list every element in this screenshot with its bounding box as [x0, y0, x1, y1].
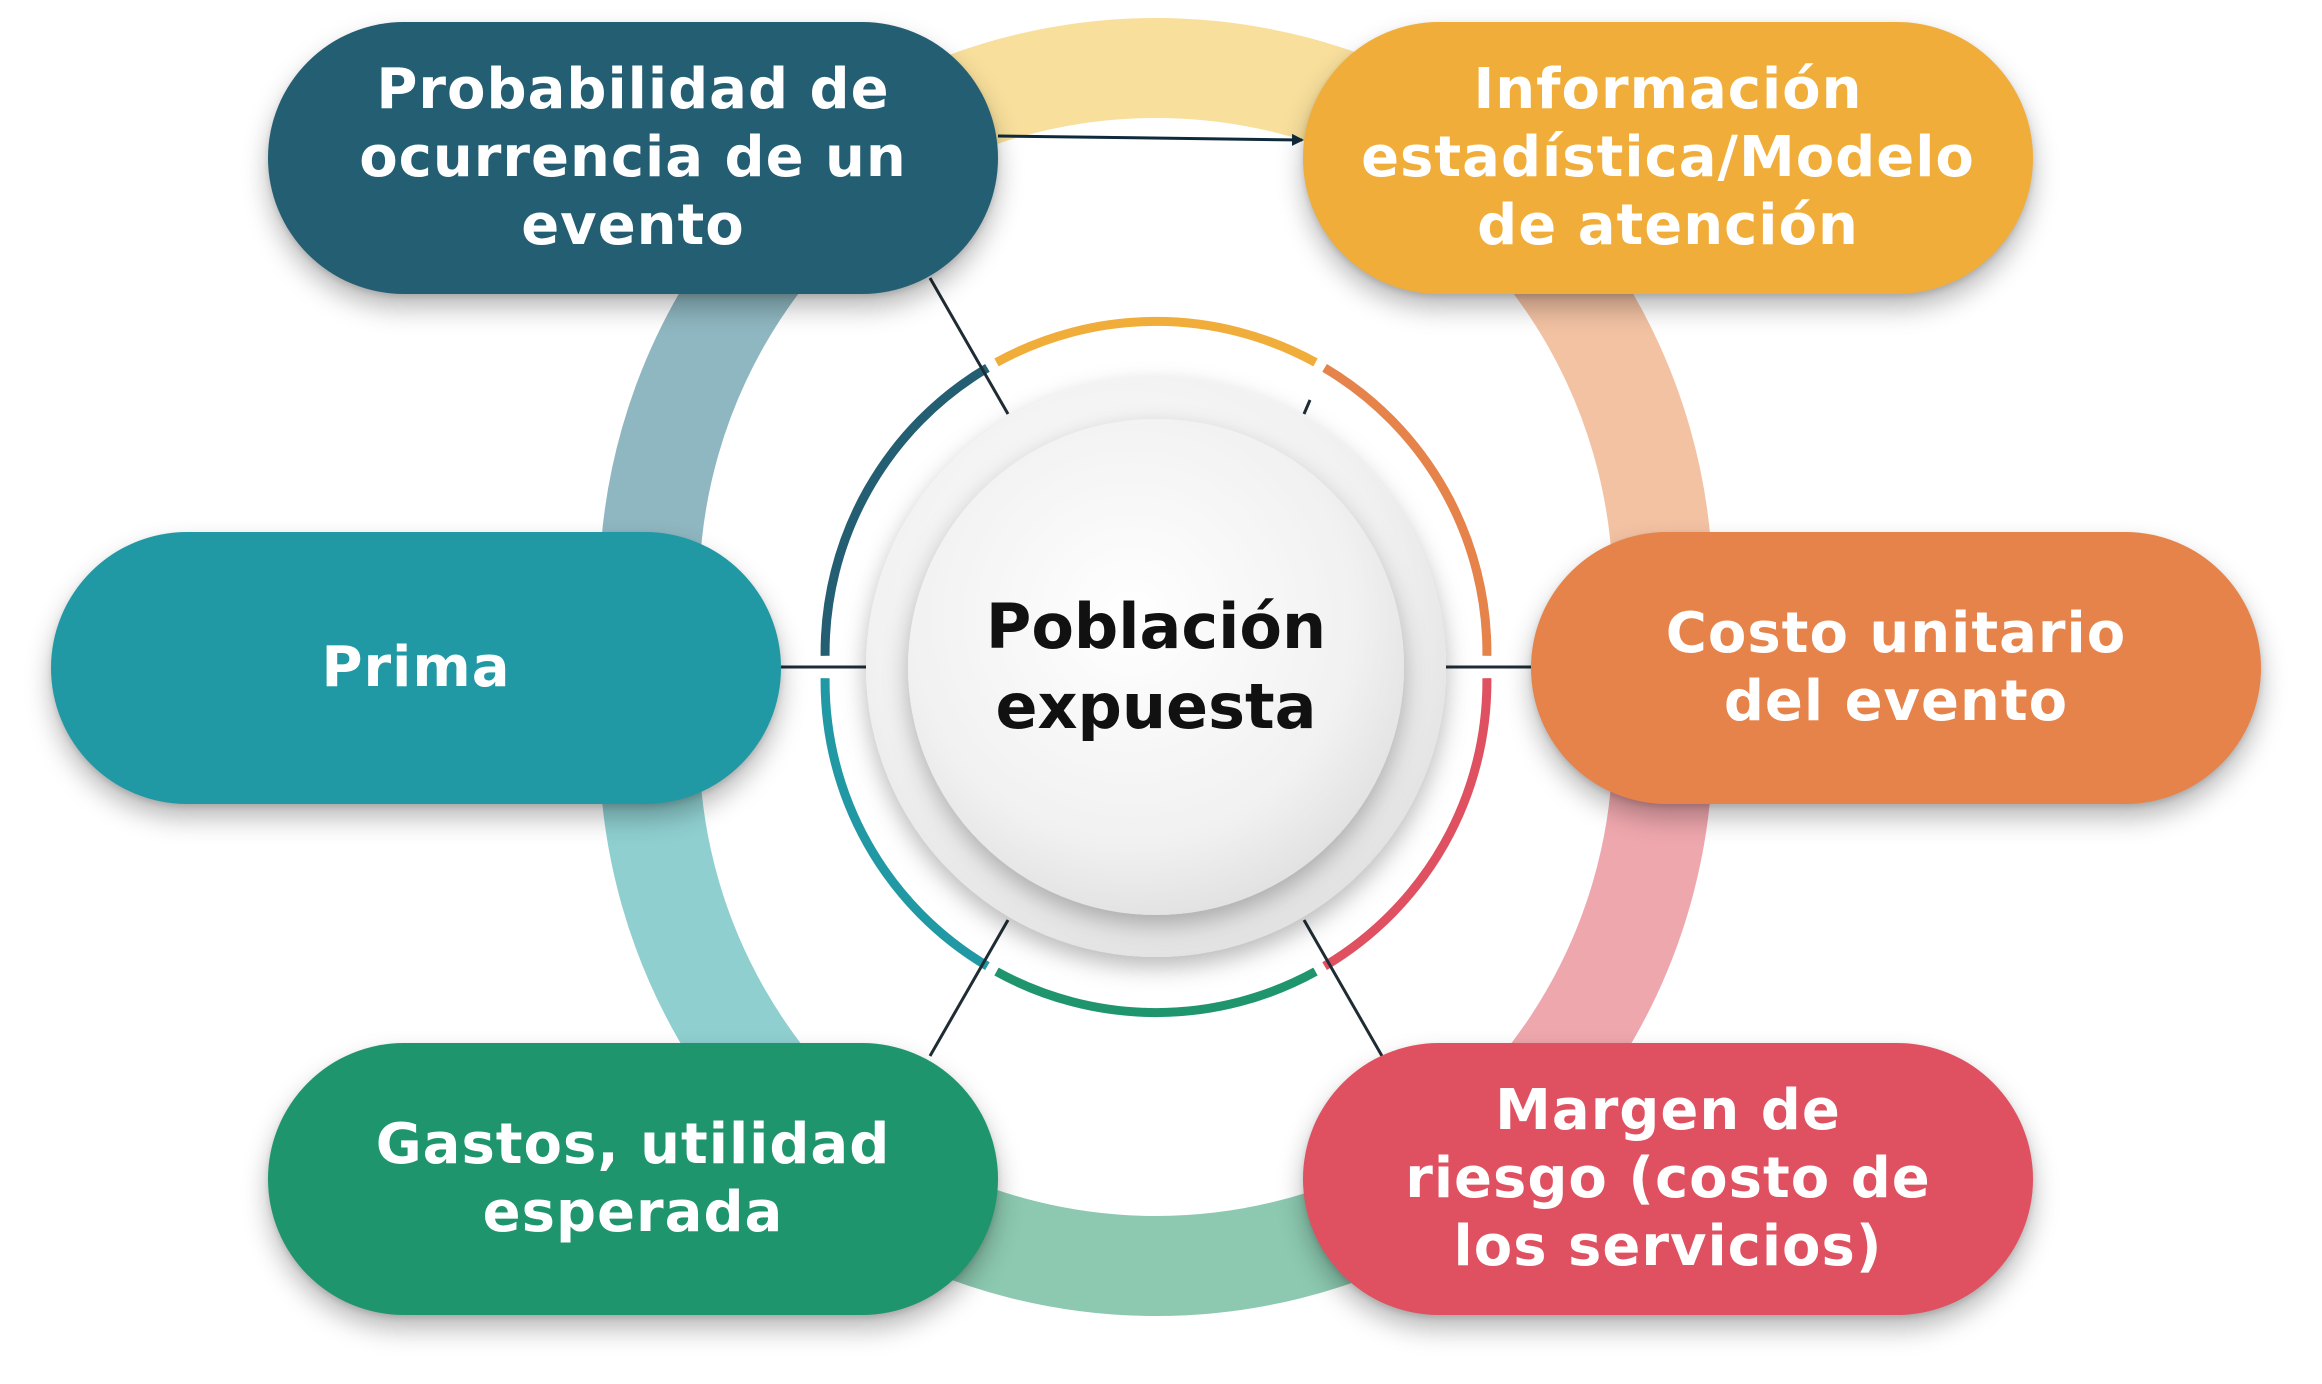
node-margen-label: Margen de riesgo (costo de los servicios… [1405, 1078, 1931, 1279]
connector-probabilidad [928, 277, 1010, 415]
center-label: Población expuesta [985, 590, 1327, 743]
inner-arc-bottom [994, 967, 1318, 1018]
node-costo-label: Costo unitario del evento [1665, 601, 2127, 734]
node-margen: Margen de riesgo (costo de los servicios… [1303, 1043, 2033, 1315]
inner-arc-upper-left [820, 364, 990, 656]
inner-arc-lower-left [820, 678, 990, 970]
inner-ring [820, 316, 1492, 1018]
node-informacion: Información estadística/Modelo de atenci… [1303, 22, 2033, 294]
connector-margen [1302, 919, 1384, 1057]
node-gastos-label: Gastos, utilidad esperada [375, 1112, 891, 1245]
connectors [781, 277, 1531, 1057]
node-probabilidad: Probabilidad de ocurrencia de un evento [268, 22, 998, 294]
node-prima: Prima [51, 532, 781, 804]
node-informacion-label: Información estadística/Modelo de atenci… [1361, 57, 1975, 258]
node-costo: Costo unitario del evento [1531, 532, 2261, 804]
inner-arc-top [994, 316, 1318, 367]
connector-gastos [928, 919, 1010, 1057]
connector-informacion [1302, 399, 1312, 415]
inner-arc-upper-right [1322, 364, 1492, 656]
inner-arc-lower-right [1322, 678, 1492, 970]
flow-arrow [997, 133, 1304, 146]
node-gastos: Gastos, utilidad esperada [268, 1043, 998, 1315]
center-inner-disc [908, 419, 1404, 915]
node-probabilidad-label: Probabilidad de ocurrencia de un evento [359, 57, 907, 258]
node-prima-label: Prima [321, 635, 511, 700]
